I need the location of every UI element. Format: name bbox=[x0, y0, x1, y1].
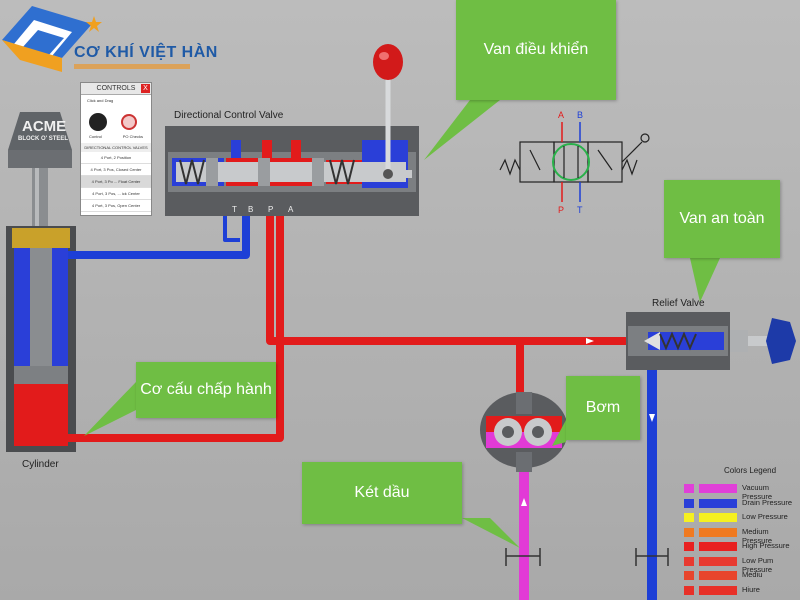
legend-label: High Pressure bbox=[742, 541, 790, 550]
symbol-port-a: A bbox=[558, 110, 565, 120]
control-knob[interactable] bbox=[89, 113, 107, 131]
flow-arrows bbox=[521, 338, 655, 506]
brand-name: CƠ KHÍ VIỆT HÀN bbox=[74, 44, 218, 61]
legend-swatch bbox=[699, 527, 737, 537]
legend-label: Low Pum Pressure bbox=[742, 555, 774, 574]
po-checks-knob[interactable] bbox=[121, 114, 137, 130]
legend-bar bbox=[684, 542, 694, 551]
directional-valve-label: Directional Control Valve bbox=[174, 110, 284, 121]
port-a: A bbox=[288, 205, 294, 214]
legend-label: Vacuum Pressure bbox=[742, 483, 773, 501]
symbol-port-t: T bbox=[577, 205, 583, 215]
relief-valve-label: Relief Valve bbox=[652, 298, 705, 309]
knob-label-po-checks: PO Checks bbox=[122, 134, 143, 139]
valve-option[interactable]: 4 Port, 2 Position bbox=[81, 152, 151, 164]
legend-swatch bbox=[699, 571, 737, 580]
legend-swatch bbox=[699, 556, 737, 566]
lever-handle bbox=[373, 44, 403, 179]
callout-relief-valve: Van an toàn bbox=[664, 180, 780, 258]
symbol-port-p: P bbox=[558, 205, 565, 215]
valve-option[interactable]: 4 Port, 3 Pos, Closed Center bbox=[81, 164, 151, 176]
relief-valve bbox=[626, 312, 796, 370]
legend-swatch bbox=[699, 542, 737, 551]
acme-title: ACME bbox=[22, 118, 67, 135]
acme-subtitle: BLOCK O' STEEL bbox=[18, 136, 69, 142]
controls-panel: CONTROLS X Click and Drag Control PO Che… bbox=[80, 82, 152, 216]
legend-title: Colors Legend bbox=[724, 466, 777, 475]
legend-swatch bbox=[699, 585, 737, 595]
legend-swatch bbox=[699, 484, 737, 493]
callout-tank: Két dầu bbox=[302, 462, 462, 524]
controls-section-title: DIRECTIONAL CONTROL VALVES bbox=[81, 143, 151, 152]
knob-labels: Control PO Checks bbox=[81, 131, 151, 139]
legend-swatch bbox=[699, 513, 737, 522]
callout-pointers bbox=[84, 100, 720, 548]
symbol-port-b: B bbox=[577, 110, 584, 120]
valve-option-selected[interactable]: 4 Port, 3 Po ... Float Center bbox=[81, 176, 151, 188]
callout-control-valve: Van điều khiển bbox=[456, 0, 616, 100]
brand-logo bbox=[2, 6, 102, 72]
port-p: P bbox=[268, 205, 274, 214]
controls-header: CONTROLS X bbox=[81, 83, 151, 95]
cylinder-label: Cylinder bbox=[22, 459, 59, 470]
pump bbox=[480, 392, 568, 472]
legend-bar bbox=[684, 527, 694, 537]
port-b: B bbox=[248, 205, 254, 214]
legend-bar bbox=[684, 484, 694, 493]
controls-title: CONTROLS bbox=[96, 85, 136, 92]
legend-bar bbox=[684, 513, 694, 522]
valve-option[interactable]: 4 Port, 3 Pos, ... ick Center bbox=[81, 188, 151, 200]
legend-bar bbox=[684, 571, 694, 580]
close-icon[interactable]: X bbox=[141, 84, 150, 93]
port-t: T bbox=[232, 205, 237, 214]
legend-label: Medium Pressure bbox=[742, 526, 773, 545]
legend-bar bbox=[684, 556, 694, 566]
brand-tagline-bar bbox=[74, 64, 190, 69]
legend-label: Mediu bbox=[742, 570, 763, 579]
legend-bar bbox=[684, 585, 694, 595]
tank-markers bbox=[505, 548, 669, 566]
valve-symbol bbox=[499, 122, 650, 202]
callout-actuator: Cơ cấu chấp hành bbox=[136, 362, 276, 418]
legend-label: Low Pressure bbox=[742, 512, 788, 521]
valve-option[interactable]: 4 Port, 3 Pos, Open Center bbox=[81, 200, 151, 212]
legend-label: Hiure bbox=[742, 584, 760, 594]
callout-pump: Bơm bbox=[566, 376, 640, 440]
directional-control-valve bbox=[165, 126, 419, 216]
knob-label-control: Control bbox=[89, 134, 102, 139]
legend-bar bbox=[684, 498, 694, 508]
legend-label: Drain Pressure bbox=[742, 497, 793, 507]
controls-hint: Click and Drag bbox=[87, 98, 114, 103]
legend-swatch bbox=[699, 498, 737, 508]
controls-knobs bbox=[81, 103, 151, 131]
cylinder bbox=[6, 226, 76, 452]
